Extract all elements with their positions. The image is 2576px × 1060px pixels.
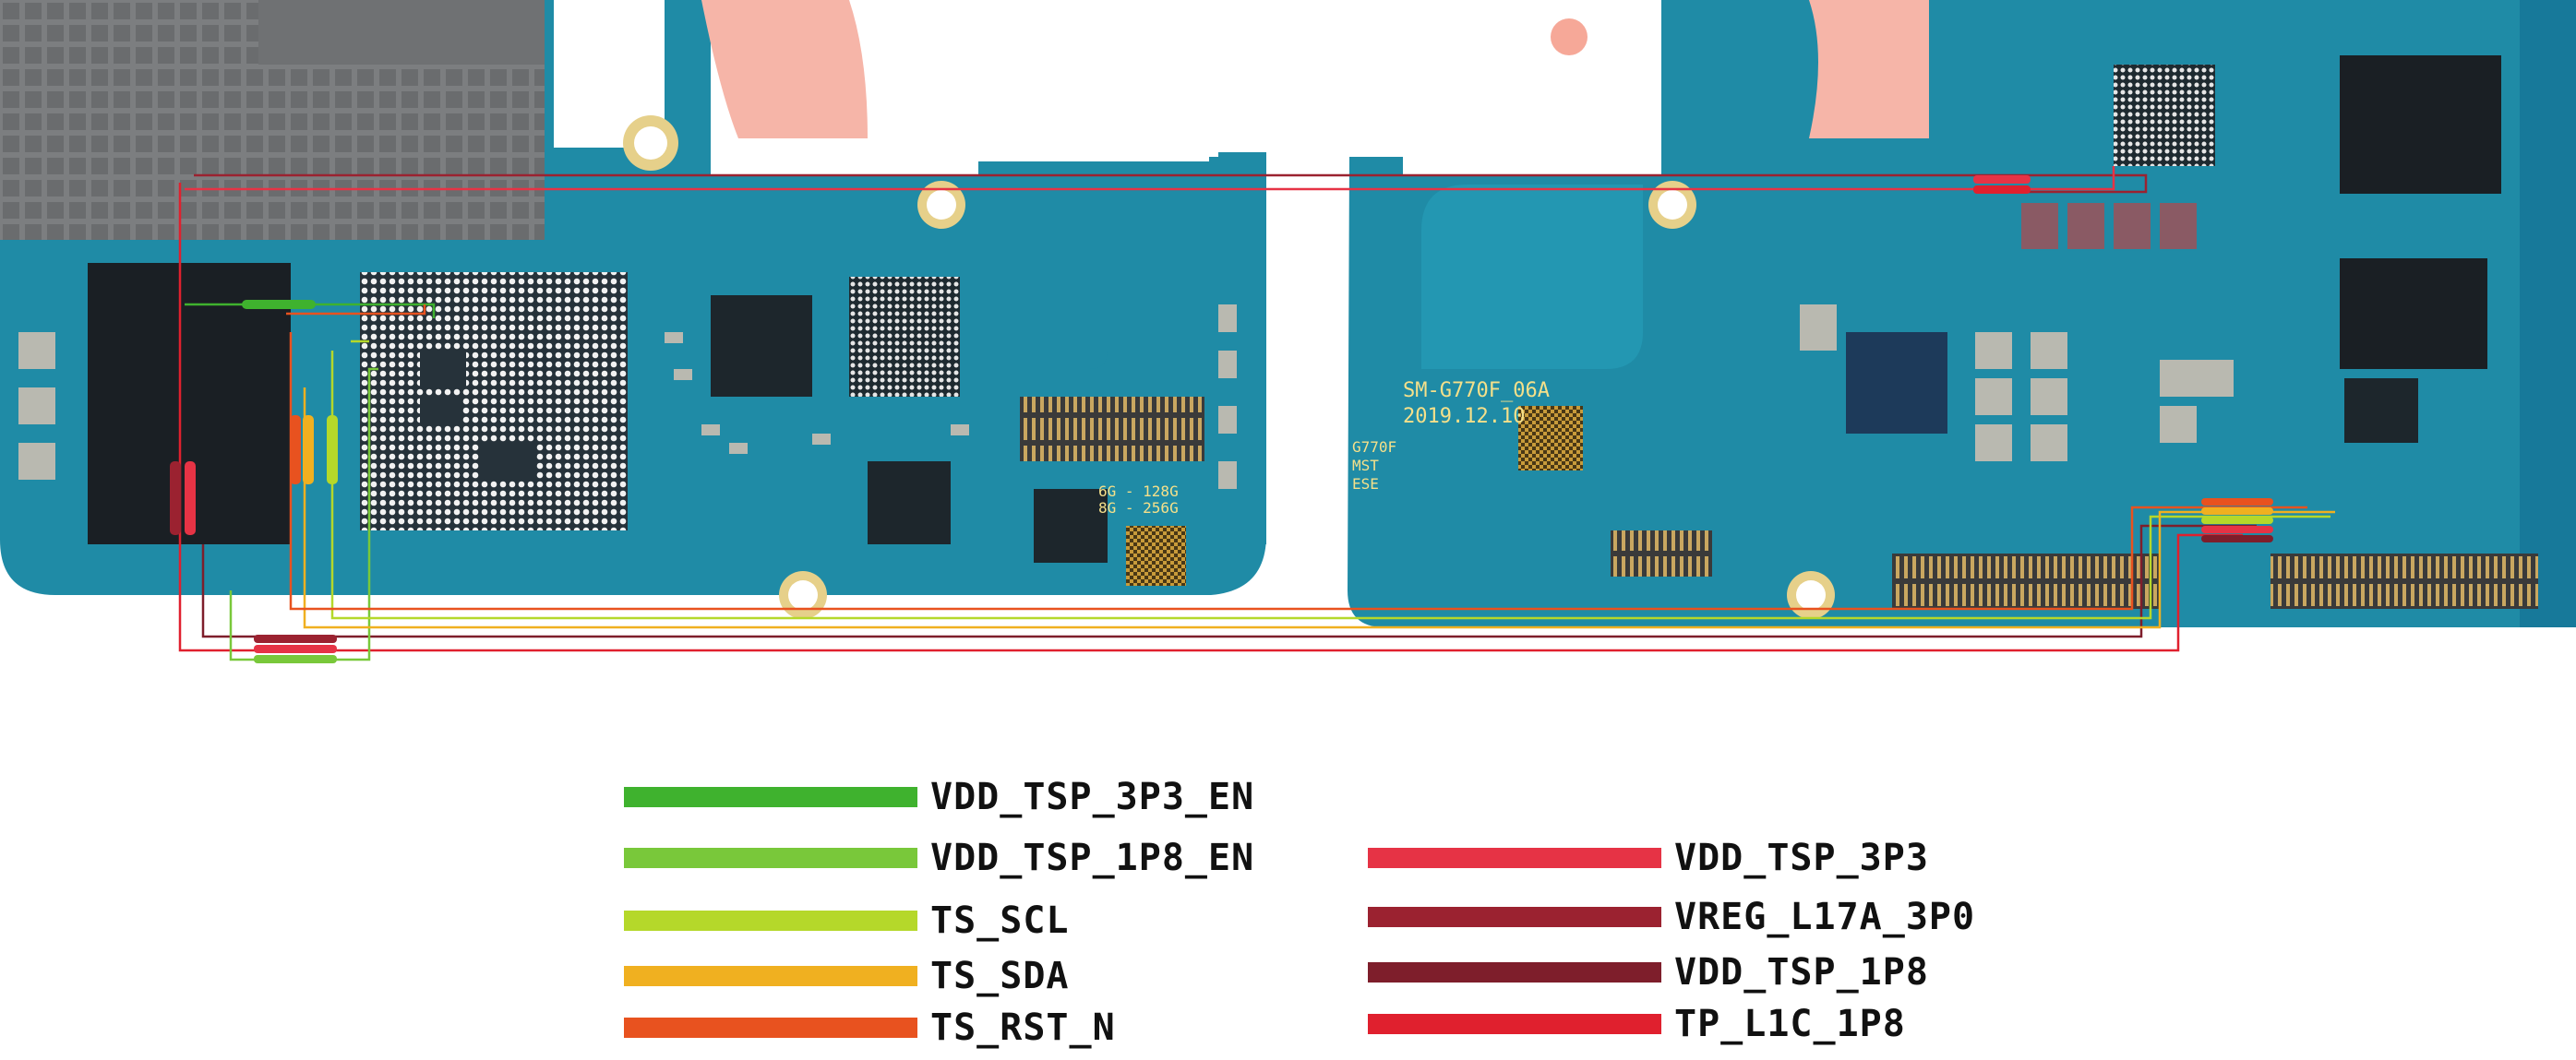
legend-swatch — [1368, 848, 1661, 868]
pmic-bga — [849, 277, 960, 397]
trace-vdd-tsp-1p8 — [201, 524, 2257, 638]
legend-label: VDD_TSP_3P3_EN — [930, 776, 1255, 818]
legend-swatch — [624, 966, 917, 986]
legend-swatch — [1368, 1014, 1661, 1034]
legend-label: VREG_L17A_3P0 — [1674, 896, 1976, 938]
legend-label: VDD_TSP_1P8_EN — [930, 837, 1255, 879]
board-date-marking: 2019.12.10 — [1403, 405, 1525, 428]
pcb-board-drawing: SM-G770F_06A 2019.12.10 G770F MST ESE 6G… — [0, 0, 2576, 663]
right-board-connector-1 — [1892, 554, 2160, 609]
legend-swatch — [624, 1018, 917, 1038]
left-board-cutout — [794, 175, 1108, 369]
legend-swatch — [1368, 962, 1661, 983]
legend-label: VDD_TSP_3P3 — [1674, 837, 1929, 879]
board-memory-line-1: 6G - 128G — [1098, 482, 1179, 500]
board-variant-line-3: ESE — [1352, 475, 1379, 493]
legend-label: VDD_TSP_1P8 — [1674, 951, 1929, 994]
trace-1p8-en — [229, 367, 378, 661]
legend-item-ts-rst-n: TS_RST_N — [624, 1006, 1116, 1049]
legend-label: TS_SDA — [930, 955, 1070, 997]
trace-vdd-tsp-3p3 — [185, 166, 2115, 191]
legend-swatch — [624, 848, 917, 868]
legend-swatch — [624, 911, 917, 931]
legend-label: TS_RST_N — [930, 1006, 1116, 1049]
legend-swatch — [624, 787, 917, 807]
board-variant-line-1: G770F — [1352, 438, 1396, 456]
right-large-ic — [2340, 55, 2501, 194]
board-variant-line-2: MST — [1352, 457, 1379, 474]
legend-item-vdd-tsp-3p3-en: VDD_TSP_3P3_EN — [624, 776, 1255, 818]
legend-label: TP_L1C_1P8 — [1674, 1003, 1906, 1045]
legend-swatch — [1368, 907, 1661, 927]
right-board-connector-2 — [2270, 554, 2538, 609]
board-memory-line-2: 8G - 256G — [1098, 499, 1179, 517]
board-model-marking: SM-G770F_06A — [1403, 379, 1550, 402]
trace-vreg-l17a — [194, 173, 2148, 194]
legend-item-vdd-tsp-1p8-en: VDD_TSP_1P8_EN — [624, 837, 1255, 879]
trace-rst — [289, 332, 2307, 611]
legend-item-vreg-l17a-3p0: VREG_L17A_3P0 — [1368, 896, 1976, 938]
right-board-outline — [1348, 0, 2576, 627]
legend-item-ts-scl: TS_SCL — [624, 899, 1070, 942]
legend-item-vdd-tsp-3p3: VDD_TSP_3P3 — [1368, 837, 1929, 879]
legend-item-tp-l1c-1p8: TP_L1C_1P8 — [1368, 1003, 1906, 1045]
legend-item-vdd-tsp-1p8: VDD_TSP_1P8 — [1368, 951, 1929, 994]
soc-bga — [360, 272, 628, 530]
legend-item-ts-sda: TS_SDA — [624, 955, 1070, 997]
net-tags — [170, 175, 2273, 663]
legend-label: TS_SCL — [930, 899, 1070, 942]
left-board-connector — [1020, 397, 1204, 461]
